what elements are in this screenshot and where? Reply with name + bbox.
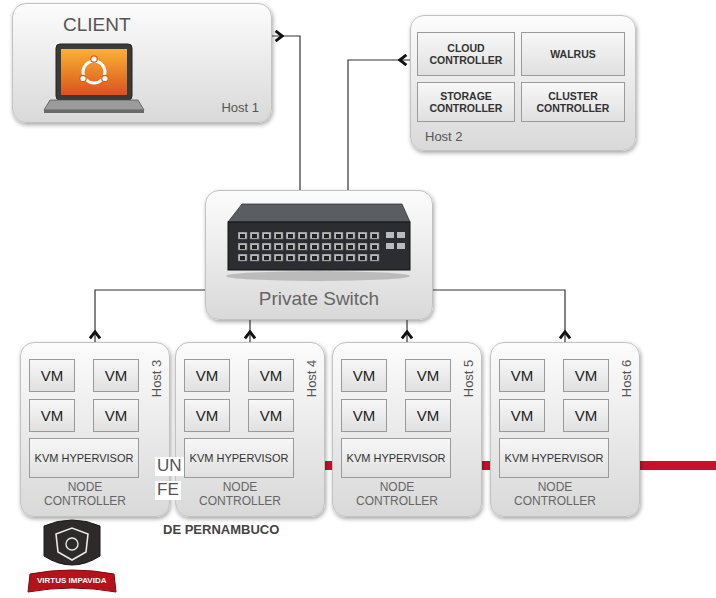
node-text: VM — [260, 367, 283, 384]
vm-box: VM — [184, 399, 230, 432]
node-text: VM — [353, 367, 376, 384]
crest-emblem — [56, 528, 88, 560]
node-text: VM — [41, 407, 64, 424]
node-text: VM — [575, 407, 598, 424]
vm-box: VM — [184, 359, 230, 392]
crest-shield — [44, 520, 100, 565]
hypervisor-box: KVM HYPERVISOR — [184, 438, 294, 478]
network-link — [433, 290, 565, 342]
switch-box: Private Switch — [205, 190, 433, 320]
node-text: VM — [105, 367, 128, 384]
network-link — [348, 60, 410, 190]
component-box: WALRUS — [521, 32, 625, 76]
vm-box: VM — [405, 359, 451, 392]
node-text: VM — [196, 407, 219, 424]
vm-box: VM — [341, 359, 387, 392]
watermark-text: FE — [155, 481, 181, 500]
vm-box: VM — [499, 359, 545, 392]
network-link — [272, 36, 300, 190]
university-crest — [28, 520, 116, 592]
node-text: VM — [417, 407, 440, 424]
node-text: CLUSTER CONTROLLER — [526, 90, 620, 114]
network-link — [249, 320, 250, 342]
node-text: WALRUS — [550, 48, 596, 60]
network-link — [406, 320, 407, 342]
node-text: CLIENT — [63, 14, 131, 36]
watermark-text: DE PERNAMBUCO — [163, 523, 279, 537]
node-text: Host 1 — [221, 101, 259, 116]
host-label: Host 4 — [305, 360, 320, 398]
node-text: VM — [105, 407, 128, 424]
node-text: STORAGE CONTROLLER — [422, 90, 510, 114]
component-box: CLUSTER CONTROLLER — [521, 82, 625, 122]
node-text: VM — [417, 367, 440, 384]
vm-box: VM — [248, 399, 294, 432]
node-text: KVM HYPERVISOR — [347, 452, 446, 465]
node-text: Private Switch — [206, 288, 432, 310]
vm-box: VM — [29, 359, 75, 392]
node-text: NODE CONTROLLER — [499, 481, 611, 509]
host-box: Host 4 NODE CONTROLLER VM VM VM VM KVM HYPERVI… — [175, 342, 325, 517]
watermark-text: VIRTUS IMPAVIDA — [37, 577, 106, 586]
component-box: STORAGE CONTROLLER — [417, 82, 515, 122]
hypervisor-box: KVM HYPERVISOR — [341, 438, 451, 478]
crest-emblem — [66, 538, 78, 550]
vm-box: VM — [341, 399, 387, 432]
crest-ribbon — [28, 570, 116, 592]
network-link — [95, 290, 205, 342]
node-text: Host 2 — [425, 130, 463, 145]
vm-box: VM — [29, 399, 75, 432]
host-label: Host 6 — [620, 360, 635, 398]
node-text: VM — [260, 407, 283, 424]
node-text: NODE CONTROLLER — [29, 481, 141, 509]
vm-box: VM — [563, 359, 609, 392]
node-text: VM — [511, 367, 534, 384]
host-box: Host 2 CLOUD CONTROLLER WALRUS STORAGE CONT… — [410, 15, 636, 151]
node-text: KVM HYPERVISOR — [505, 452, 604, 465]
node-text: VM — [41, 367, 64, 384]
node-text: NODE CONTROLLER — [341, 481, 453, 509]
watermark-text: UN — [155, 457, 184, 476]
node-text: VM — [353, 407, 376, 424]
vm-box: VM — [499, 399, 545, 432]
component-box: CLOUD CONTROLLER — [417, 32, 515, 76]
node-text: VM — [511, 407, 534, 424]
host-box: CLIENT Host 1 — [12, 3, 272, 123]
vm-box: VM — [405, 399, 451, 432]
node-text: KVM HYPERVISOR — [190, 452, 289, 465]
vm-box: VM — [248, 359, 294, 392]
host-label: Host 3 — [150, 360, 165, 398]
hypervisor-box: KVM HYPERVISOR — [29, 438, 139, 478]
host-box: Host 5 NODE CONTROLLER VM VM VM VM KVM HYPERVI… — [332, 342, 482, 517]
hypervisor-box: KVM HYPERVISOR — [499, 438, 609, 478]
host-box: Host 3 NODE CONTROLLER VM VM VM VM KVM HYPERVI… — [20, 342, 170, 517]
vm-box: VM — [93, 399, 139, 432]
node-text: VM — [196, 367, 219, 384]
vm-box: VM — [563, 399, 609, 432]
node-text: NODE CONTROLLER — [184, 481, 296, 509]
host-box: Host 6 NODE CONTROLLER VM VM VM VM KVM HYPERVI… — [490, 342, 640, 517]
host-label: Host 5 — [462, 360, 477, 398]
node-text: VM — [575, 367, 598, 384]
node-text: CLOUD CONTROLLER — [422, 42, 510, 66]
node-text: KVM HYPERVISOR — [35, 452, 134, 465]
vm-box: VM — [93, 359, 139, 392]
